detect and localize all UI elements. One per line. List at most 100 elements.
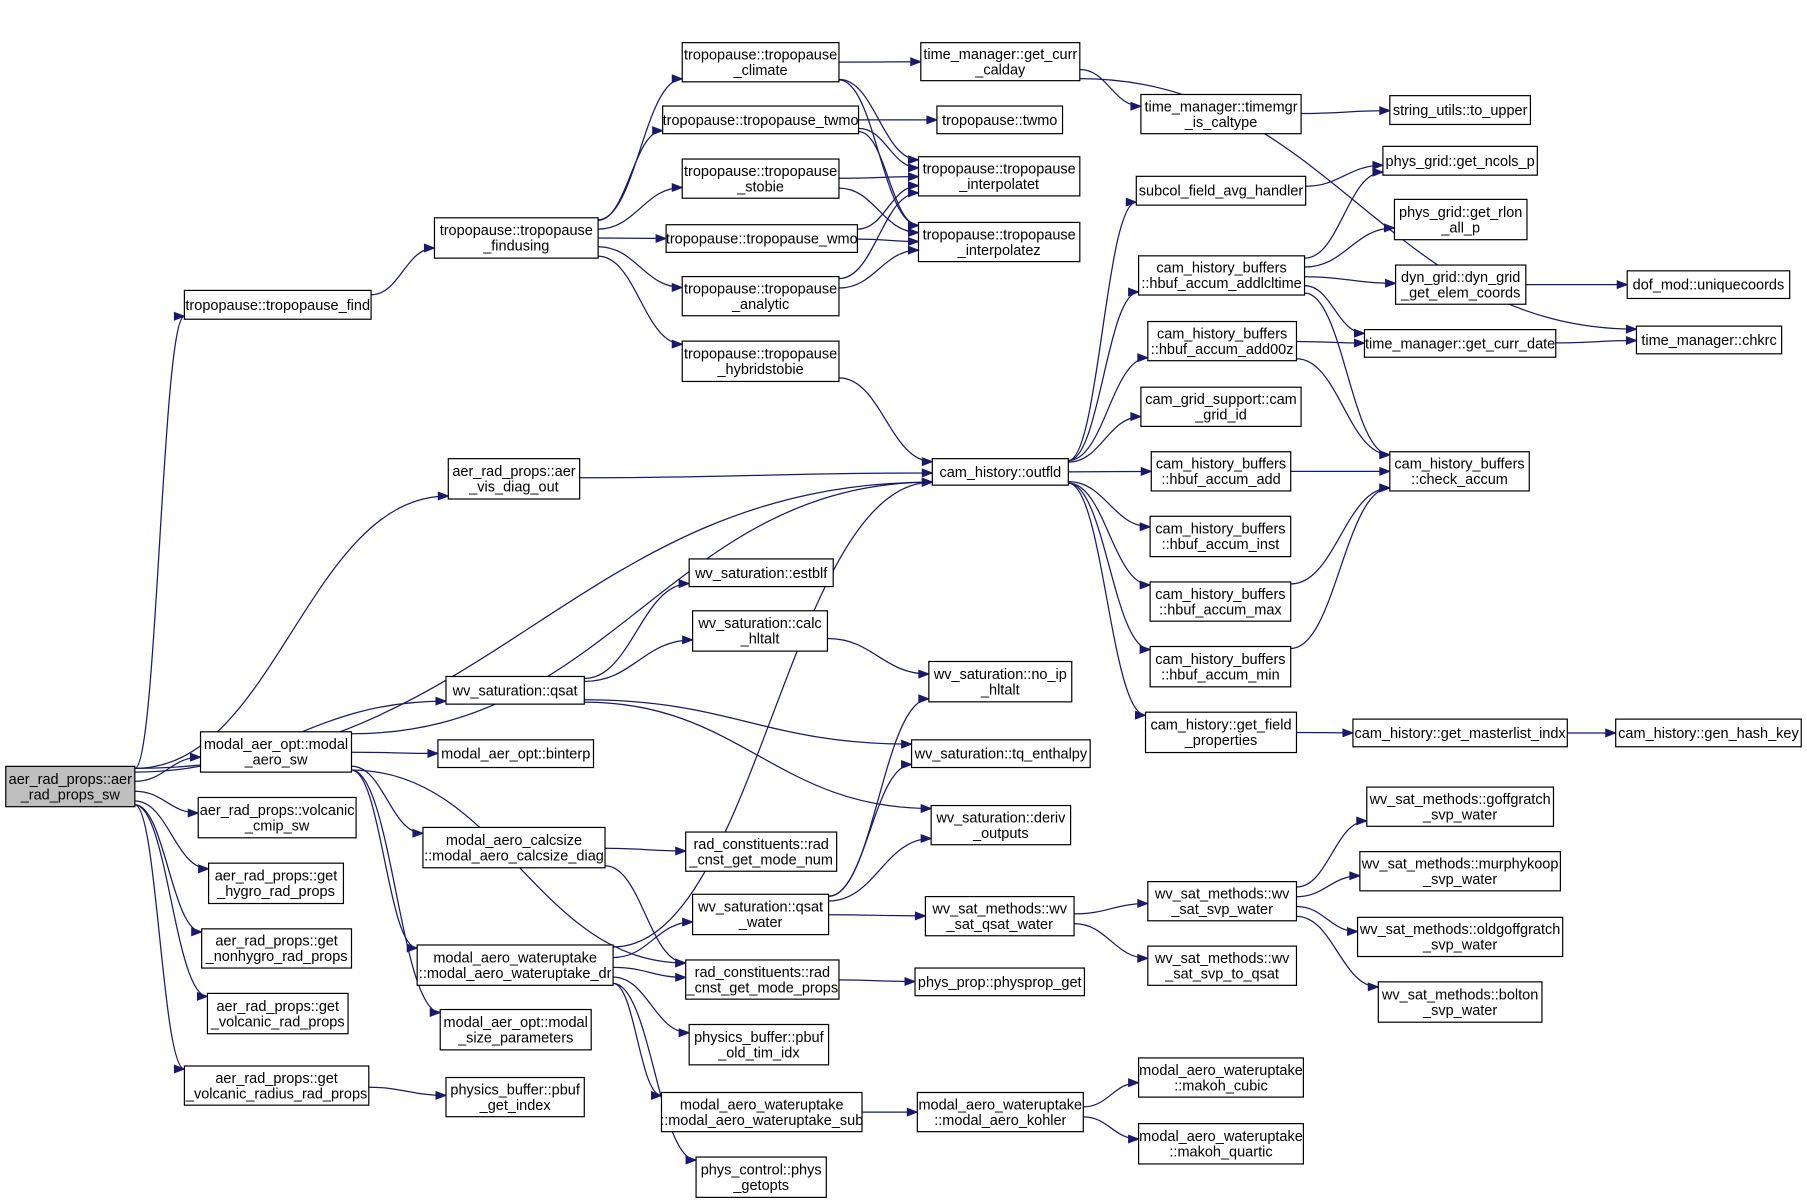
node-modal-aero-sw[interactable]: modal_aer_opt::modal_aero_sw: [199, 731, 353, 773]
node-bolton[interactable]: wv_sat_methods::bolton_svp_water: [1377, 981, 1543, 1023]
node-addlcltime[interactable]: cam_history_buffers::hbuf_accum_addlclti…: [1137, 255, 1306, 296]
node-trop-wmo[interactable]: tropopause::tropopause_wmo: [665, 224, 859, 253]
node-label-line: wv_saturation::tq_enthalpy: [914, 747, 1088, 763]
arrowhead-icon: [926, 115, 939, 125]
edge-line: [605, 865, 686, 964]
node-cnst-mode-num[interactable]: rad_constituents::rad_cnst_get_mode_num: [685, 831, 838, 872]
call-edge-qsat_water-to-deriv: [828, 834, 933, 902]
node-label-line: _hygro_rad_props: [216, 884, 335, 900]
node-svp-to-qsat[interactable]: wv_sat_methods::wv_sat_svp_to_qsat: [1147, 945, 1298, 986]
node-cam-grid-id[interactable]: cam_grid_support::cam_grid_id: [1140, 386, 1302, 427]
node-label-line: dyn_grid::dyn_grid: [1401, 270, 1520, 286]
node-outfld[interactable]: cam_history::outfld: [931, 458, 1069, 486]
node-trop-stobie[interactable]: tropopause::tropopause_stobie: [681, 158, 840, 199]
node-makoh-cubic[interactable]: modal_aero_wateruptake::makoh_cubic: [1137, 1057, 1304, 1098]
node-svp-water[interactable]: wv_sat_methods::wv_sat_svp_water: [1147, 881, 1298, 922]
node-estblf[interactable]: wv_saturation::estblf: [688, 558, 834, 588]
node-deriv[interactable]: wv_saturation::deriv_outputs: [930, 804, 1072, 846]
node-nonhygro[interactable]: aer_rad_props::get_nonhygro_rad_props: [201, 928, 353, 969]
node-chkrc[interactable]: time_manager::chkrc: [1635, 325, 1783, 355]
node-get-curr-date[interactable]: time_manager::get_curr_date: [1363, 328, 1557, 358]
node-uniquecoords[interactable]: dof_mod::uniquecoords: [1626, 270, 1791, 300]
node-tm-get-curr-calday[interactable]: time_manager::get_curr_calday: [920, 42, 1081, 82]
node-kohler[interactable]: modal_aero_wateruptake::modal_aero_kohle…: [916, 1091, 1084, 1133]
node-label-line: wv_saturation::qsat: [452, 683, 578, 699]
node-phys-getopts[interactable]: phys_control::phys_getopts: [695, 1156, 827, 1198]
node-get-ncols-p[interactable]: phys_grid::get_ncols_p: [1382, 145, 1538, 176]
node-interpolatez[interactable]: tropopause::tropopause_interpolatez: [917, 221, 1081, 263]
node-box: [924, 895, 1075, 937]
node-accum-max[interactable]: cam_history_buffers::hbuf_accum_max: [1149, 581, 1292, 622]
node-wateruptake-sub[interactable]: modal_aero_wateruptake::modal_aero_water…: [660, 1091, 863, 1133]
node-box: [917, 221, 1081, 263]
node-trop-twmo[interactable]: tropopause::tropopause_twmo: [662, 105, 860, 135]
node-root[interactable]: aer_rad_props::aer_rad_props_sw: [5, 765, 136, 808]
arrowhead-icon: [427, 748, 440, 758]
node-add00z[interactable]: cam_history_buffers::hbuf_accum_add00z: [1147, 320, 1298, 362]
node-box: [917, 156, 1081, 197]
call-edge-outfld-to-accum_add: [1068, 466, 1153, 476]
node-subcol[interactable]: subcol_field_avg_handler: [1135, 175, 1307, 206]
node-pbuf-get-index[interactable]: physics_buffer::pbuf_get_index: [445, 1076, 585, 1118]
node-qsat[interactable]: wv_saturation::qsat: [445, 675, 585, 705]
node-get-field-props[interactable]: cam_history::get_field_properties: [1144, 711, 1298, 754]
node-goffgratch[interactable]: wv_sat_methods::goffgratch_svp_water: [1366, 786, 1555, 827]
node-trop-hybridstobie[interactable]: tropopause::tropopause_hybridstobie: [681, 340, 840, 383]
node-dyn-grid[interactable]: dyn_grid::dyn_grid_get_elem_coords: [1394, 264, 1527, 305]
node-physprop-get[interactable]: phys_prop::physprop_get: [914, 967, 1086, 997]
node-accum-add[interactable]: cam_history_buffers::hbuf_accum_add: [1150, 451, 1292, 492]
call-edge-modal_aero_sw-to-size_params: [351, 769, 442, 1018]
node-trop-analytic[interactable]: tropopause::tropopause_analytic: [681, 275, 840, 317]
node-calc-hltalt[interactable]: wv_saturation::calc_hltalt: [692, 610, 829, 652]
call-edge-calc_hltalt-to-no_ip: [827, 637, 931, 679]
edge-line: [828, 837, 932, 902]
node-volcanic-rad[interactable]: aer_rad_props::get_volcanic_rad_props: [206, 992, 349, 1035]
node-accum-inst[interactable]: cam_history_buffers::hbuf_accum_inst: [1149, 515, 1292, 558]
node-masterlist[interactable]: cam_history::get_masterlist_indx: [1352, 718, 1568, 748]
node-tq-enthalpy[interactable]: wv_saturation::tq_enthalpy: [910, 739, 1091, 769]
call-edge-svp_water-to-bolton: [1296, 915, 1380, 992]
node-volcanic-cmip[interactable]: aer_rad_props::volcanic_cmip_sw: [197, 796, 357, 839]
node-qsat-water[interactable]: wv_saturation::qsat_water: [692, 893, 830, 936]
node-binterp[interactable]: modal_aer_opt::binterp: [437, 739, 595, 769]
node-no-ip[interactable]: wv_saturation::no_ip_hltalt: [928, 660, 1073, 703]
arrowhead-icon: [435, 1090, 448, 1100]
node-accum-min[interactable]: cam_history_buffers::hbuf_accum_min: [1149, 645, 1292, 688]
node-interpolatet[interactable]: tropopause::tropopause_interpolatet: [917, 156, 1081, 197]
node-box: [1382, 145, 1538, 176]
node-tm-timemgr[interactable]: time_manager::timemgr_is_caltype: [1140, 93, 1302, 135]
node-twmo[interactable]: tropopause::twmo: [936, 105, 1064, 135]
node-label-line: wv_sat_methods::wv: [1154, 886, 1290, 902]
node-wateruptake-dr[interactable]: modal_aero_wateruptake::modal_aero_water…: [416, 944, 614, 986]
call-edge-trop_analytic-to-interpolatez: [838, 245, 920, 289]
node-calcsize[interactable]: modal_aero_calcsize::modal_aero_calcsize…: [422, 826, 606, 869]
node-aer-vis[interactable]: aer_rad_props::aer_vis_diag_out: [447, 458, 581, 500]
node-gen-hash[interactable]: cam_history::gen_hash_key: [1615, 718, 1802, 748]
arrowhead-icon: [920, 804, 933, 814]
edge-line: [838, 176, 919, 179]
node-old-tim-idx[interactable]: physics_buffer::pbuf_old_tim_idx: [688, 1023, 830, 1066]
node-trop-findusing[interactable]: tropopause::tropopause_findusing: [433, 217, 599, 259]
call-edge-modal_aero_sw-to-calcsize: [351, 765, 425, 838]
call-edge-wv_sat_qsat-to-svp_to_qsat: [1074, 922, 1150, 963]
node-size-params[interactable]: modal_aer_opt::modal_size_parameters: [439, 1008, 592, 1051]
node-murphykoop[interactable]: wv_sat_methods::murphykoop_svp_water: [1359, 851, 1561, 892]
node-get-rlon[interactable]: phys_grid::get_rlon_all_p: [1393, 198, 1528, 241]
arrowhead-icon: [906, 1107, 919, 1117]
arrowhead-icon: [191, 927, 204, 937]
arrowhead-icon: [907, 172, 920, 182]
node-trop-find[interactable]: tropopause::tropopause_find: [183, 289, 372, 320]
node-makoh-quartic[interactable]: modal_aero_wateruptake::makoh_quartic: [1137, 1123, 1304, 1165]
node-trop-climate[interactable]: tropopause::tropopause_climate: [681, 42, 840, 83]
node-to-upper[interactable]: string_utils::to_upper: [1389, 95, 1532, 126]
node-label-line: cam_history_buffers: [1155, 587, 1285, 603]
arrowhead-icon: [1616, 280, 1629, 290]
node-volcanic-radius[interactable]: aer_rad_props::get_volcanic_radius_rad_p…: [183, 1065, 370, 1106]
node-oldgoffgratch[interactable]: wv_sat_methods::oldgoffgratch_svp_water: [1356, 916, 1564, 958]
node-box: [422, 826, 606, 869]
node-cnst-mode-props[interactable]: rad_constituents::rad_cnst_get_mode_prop…: [685, 959, 840, 1000]
node-check-accum[interactable]: cam_history_buffers::check_accum: [1389, 451, 1530, 492]
call-edge-wateruptake_dr-to-outfld: [613, 477, 934, 948]
node-hygro[interactable]: aer_rad_props::get_hygro_rad_props: [207, 862, 345, 905]
node-wv-sat-qsat[interactable]: wv_sat_methods::wv_sat_qsat_water: [924, 895, 1075, 937]
